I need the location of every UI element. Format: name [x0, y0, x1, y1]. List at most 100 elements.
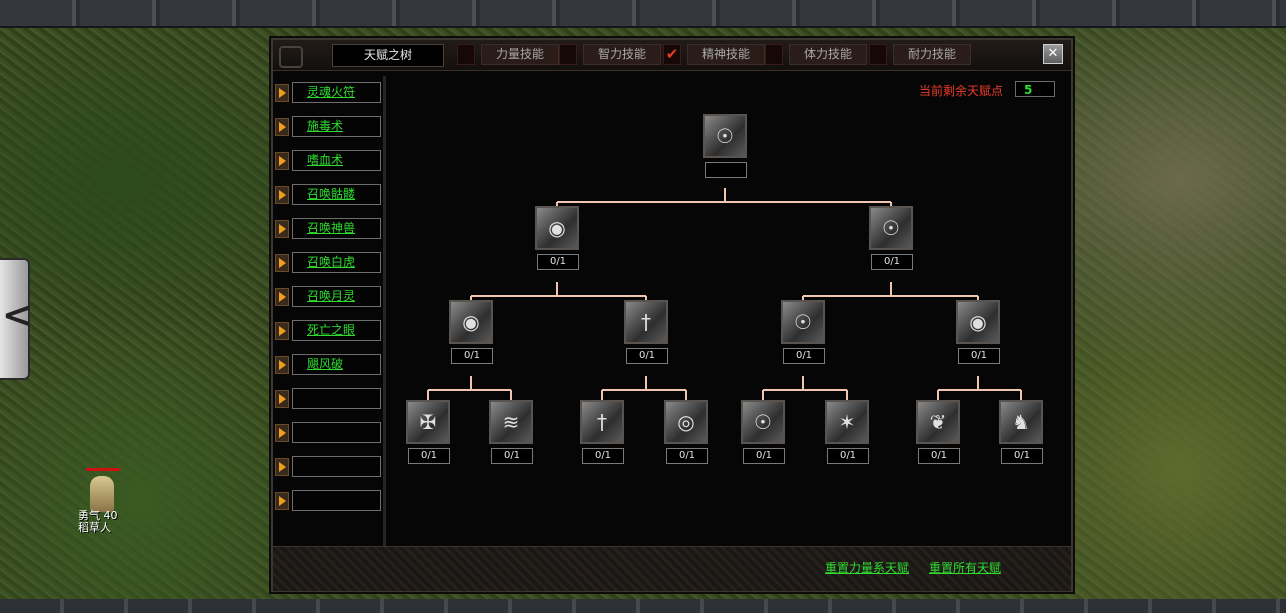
tab-stamina-checkbox[interactable] — [765, 44, 783, 65]
arrow-right-icon — [275, 458, 289, 476]
tab-endurance-checkbox[interactable] — [869, 44, 887, 65]
skill-name[interactable]: 灵魂火符 — [307, 85, 356, 99]
eye-icon[interactable]: ◉ — [535, 206, 579, 250]
skill-list-item[interactable] — [275, 490, 381, 512]
arrow-right-icon — [275, 424, 289, 442]
tab-spirit[interactable]: ✔ 精神技能 — [663, 44, 765, 65]
tab-intelligence-checkbox[interactable] — [559, 44, 577, 65]
skill-list-item[interactable]: 召唤神兽 — [275, 218, 381, 240]
claw-icon[interactable]: ≋ — [489, 400, 533, 444]
skill-slot[interactable] — [292, 490, 381, 511]
arrow-right-icon — [275, 254, 289, 272]
skill-slot[interactable] — [292, 320, 381, 341]
talent-node[interactable]: † 0/1 — [624, 300, 668, 364]
skill-list-item[interactable]: 死亡之眼 — [275, 320, 381, 342]
skill-slot[interactable] — [292, 82, 381, 103]
beast-icon[interactable]: ♞ — [999, 400, 1043, 444]
skill-list-item[interactable]: 召唤白虎 — [275, 252, 381, 274]
skill-slot[interactable] — [292, 252, 381, 273]
talent-node[interactable]: † 0/1 — [580, 400, 624, 464]
skill-list-item[interactable]: 施毒术 — [275, 116, 381, 138]
skull-emblem-icon[interactable]: ☉ — [869, 206, 913, 250]
skill-name[interactable]: 施毒术 — [307, 119, 344, 133]
talent-node[interactable]: ✠ 0/1 — [406, 400, 450, 464]
skill-name[interactable]: 飓风破 — [307, 357, 344, 371]
skill-list-item[interactable] — [275, 388, 381, 410]
skull-emblem-icon[interactable]: ☉ — [781, 300, 825, 344]
skill-list-item[interactable] — [275, 456, 381, 478]
skull-emblem-icon[interactable]: ☉ — [741, 400, 785, 444]
tab-intelligence[interactable]: 智力技能 — [559, 44, 661, 65]
skill-list-item[interactable]: 召唤月灵 — [275, 286, 381, 308]
tab-strength-label[interactable]: 力量技能 — [481, 44, 559, 65]
tab-endurance-label[interactable]: 耐力技能 — [893, 44, 971, 65]
talent-connector — [802, 282, 979, 300]
skill-slot[interactable] — [292, 184, 381, 205]
tab-spirit-checkbox[interactable]: ✔ — [663, 44, 681, 65]
talent-node[interactable]: ≋ 0/1 — [489, 400, 533, 464]
talent-node[interactable]: ❦ 0/1 — [916, 400, 960, 464]
talent-node[interactable]: ◉ 0/1 — [535, 206, 579, 270]
tab-stamina-label[interactable]: 体力技能 — [789, 44, 867, 65]
dagger-icon[interactable]: † — [580, 400, 624, 444]
close-button[interactable]: ✕ — [1043, 44, 1063, 64]
skill-name[interactable]: 召唤骷髅 — [307, 187, 356, 201]
talent-footer: 重置力量系天赋 重置所有天赋 — [273, 546, 1071, 591]
tab-strength-checkbox[interactable] — [457, 44, 475, 65]
tab-strength[interactable]: 力量技能 — [457, 44, 559, 65]
skill-slot[interactable] — [292, 116, 381, 137]
side-panel-toggle[interactable]: < — [0, 258, 32, 380]
phoenix-icon[interactable]: ❦ — [916, 400, 960, 444]
arrow-right-icon — [275, 288, 289, 306]
skill-list-item[interactable]: 灵魂火符 — [275, 82, 381, 104]
talent-node-value: 0/1 — [958, 348, 1000, 364]
talent-node[interactable]: ◉ 0/1 — [449, 300, 493, 364]
remaining-points-label: 当前剩余天赋点 — [919, 84, 1004, 98]
skill-name[interactable]: 死亡之眼 — [307, 323, 356, 337]
talent-connector — [427, 376, 512, 400]
skill-name[interactable]: 召唤神兽 — [307, 221, 356, 235]
skill-list-item[interactable] — [275, 422, 381, 444]
skill-name[interactable]: 召唤白虎 — [307, 255, 356, 269]
talent-node-value: 0/1 — [1001, 448, 1043, 464]
talent-node-root[interactable]: ☉ — [703, 114, 747, 178]
talent-node-value: 0/1 — [626, 348, 668, 364]
talent-node[interactable]: ♞ 0/1 — [999, 400, 1043, 464]
talent-node-value: 0/1 — [537, 254, 579, 270]
skill-slot[interactable] — [292, 150, 381, 171]
reset-all-talents-button[interactable]: 重置所有天赋 — [929, 561, 1002, 575]
skill-list-item[interactable]: 嗜血术 — [275, 150, 381, 172]
skill-slot[interactable] — [292, 388, 381, 409]
talent-node[interactable]: ◎ 0/1 — [664, 400, 708, 464]
talent-node[interactable]: ◉ 0/1 — [956, 300, 1000, 364]
talent-node[interactable]: ☉ 0/1 — [781, 300, 825, 364]
skill-slot[interactable] — [292, 354, 381, 375]
tab-spirit-label[interactable]: 精神技能 — [687, 44, 765, 65]
talent-node[interactable]: ☉ 0/1 — [741, 400, 785, 464]
skill-list-item[interactable]: 召唤骷髅 — [275, 184, 381, 206]
reset-strength-talents-button[interactable]: 重置力量系天赋 — [825, 561, 910, 575]
talent-node[interactable]: ☉ 0/1 — [869, 206, 913, 270]
skill-slot[interactable] — [292, 286, 381, 307]
tab-endurance[interactable]: 耐力技能 — [869, 44, 971, 65]
skill-name[interactable]: 嗜血术 — [307, 153, 344, 167]
eye-icon[interactable]: ◉ — [956, 300, 1000, 344]
cross-shield-icon[interactable]: ✠ — [406, 400, 450, 444]
dagger-icon[interactable]: † — [624, 300, 668, 344]
skull-emblem-icon[interactable]: ☉ — [703, 114, 747, 158]
skill-slot[interactable] — [292, 422, 381, 443]
eye-icon[interactable]: ◉ — [449, 300, 493, 344]
skill-list: 灵魂火符 施毒术 嗜血术 召唤骷髅 召唤神兽 召唤白虎 召唤月灵 死亡之眼 飓风… — [273, 76, 386, 588]
skill-name[interactable]: 召唤月灵 — [307, 289, 356, 303]
skill-list-item[interactable]: 飓风破 — [275, 354, 381, 376]
talent-node[interactable]: ✶ 0/1 — [825, 400, 869, 464]
tab-stamina[interactable]: 体力技能 — [765, 44, 867, 65]
target-eye-icon[interactable]: ◎ — [664, 400, 708, 444]
top-frame-border — [0, 0, 1286, 28]
skill-slot[interactable] — [292, 456, 381, 477]
skill-slot[interactable] — [292, 218, 381, 239]
tab-intelligence-label[interactable]: 智力技能 — [583, 44, 661, 65]
burst-icon[interactable]: ✶ — [825, 400, 869, 444]
